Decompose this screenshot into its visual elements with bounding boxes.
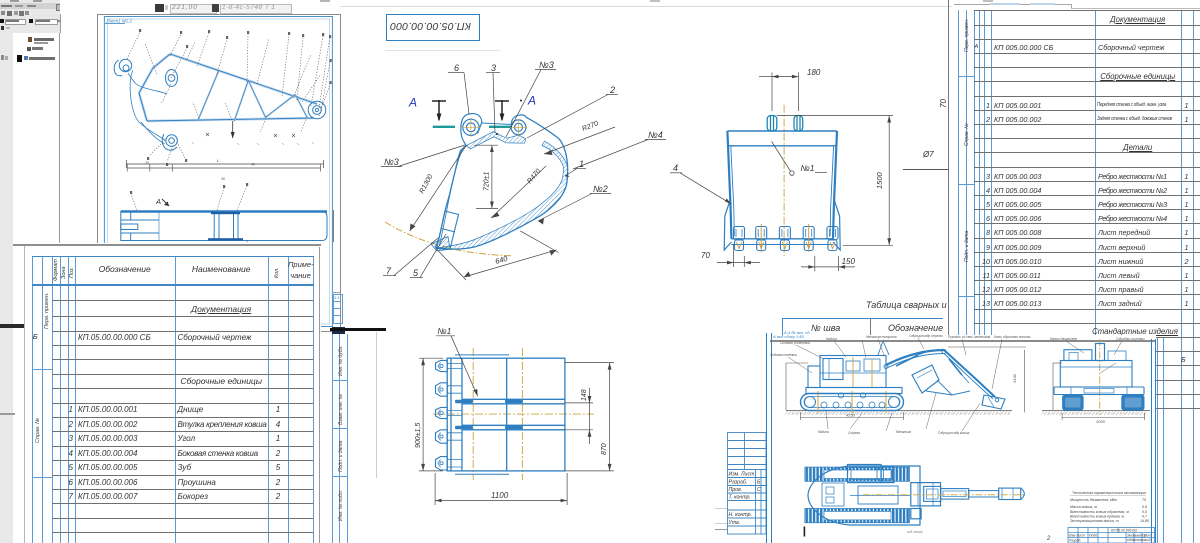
svg-text:7: 7: [386, 266, 392, 276]
svg-text:Разраб.: Разраб.: [1069, 539, 1081, 543]
svg-text:Лист1 М1:2: Лист1 М1:2: [106, 19, 133, 24]
svg-text:75: 75: [1142, 498, 1146, 502]
svg-text:2: 2: [609, 85, 615, 95]
svg-text:Механизм поворота: Механизм поворота: [866, 335, 897, 339]
svg-text:Лит: Лит: [1143, 534, 1151, 538]
svg-text:R1300: R1300: [419, 173, 435, 195]
svg-text:5: 5: [413, 268, 419, 278]
svg-text:Механизм: Механизм: [896, 430, 912, 434]
svg-text:Рукоять со связ. механизма: Рукоять со связ. механизма: [948, 335, 991, 339]
svg-text:Ковш обратная лопата: Ковш обратная лопата: [994, 335, 1030, 339]
svg-text:150: 150: [842, 257, 856, 266]
svg-text:Капот двигателя: Капот двигателя: [1050, 337, 1077, 341]
svg-text:870: 870: [601, 443, 608, 455]
svg-text:Силовая установка: Силовая установка: [780, 341, 810, 345]
svg-text:6: 6: [454, 63, 459, 73]
svg-text:Пров.: Пров.: [729, 487, 743, 493]
svg-text:900±1,5: 900±1,5: [415, 423, 422, 448]
svg-text:40: 40: [251, 163, 255, 167]
svg-text:вид сверху: вид сверху: [907, 530, 923, 534]
svg-text:720±1: 720±1: [484, 171, 491, 191]
svg-text:Изм. Лист: Изм. Лист: [729, 472, 756, 478]
svg-text:L: L: [217, 158, 219, 163]
svg-text:4250: 4250: [846, 413, 856, 418]
svg-text:№1: №1: [437, 326, 451, 336]
svg-text:Изм Лист: Изм Лист: [1069, 534, 1085, 538]
svg-text:R470: R470: [526, 168, 542, 185]
svg-text:КП 05.00.000 ВО: КП 05.00.000 ВО: [1111, 529, 1138, 533]
svg-text:25: 25: [144, 161, 149, 165]
svg-text:4: 4: [673, 163, 678, 173]
svg-text:1500: 1500: [875, 171, 884, 189]
svg-text:А: А: [155, 197, 161, 206]
svg-text:R270: R270: [581, 120, 599, 133]
svg-text:Гидроцилиндр стрелы: Гидроцилиндр стрелы: [909, 334, 943, 338]
svg-text:14,80: 14,80: [1140, 519, 1149, 523]
svg-text:Вместимость ковша обратная, м: Вместимость ковша обратная, м: [1070, 510, 1129, 514]
svg-text:А: А: [408, 96, 417, 110]
svg-text:Т. контр.: Т. контр.: [729, 495, 751, 501]
svg-text:3: 3: [491, 63, 496, 73]
svg-text:№1: №1: [801, 163, 815, 173]
svg-text:1100: 1100: [491, 491, 509, 500]
svg-text:№4: №4: [648, 130, 663, 140]
svg-text:Подп.: Подп.: [1089, 534, 1098, 538]
svg-text:2: 2: [1046, 536, 1051, 542]
svg-text:Гидробак системы: Гидробак системы: [1116, 337, 1145, 341]
svg-text:Утв.: Утв.: [729, 520, 741, 526]
svg-text:0,5: 0,5: [1142, 510, 1147, 514]
svg-text:640: 640: [494, 254, 509, 266]
svg-text:30: 30: [221, 177, 225, 181]
svg-text:Б: Б: [757, 480, 761, 486]
svg-text:Экскаватор: Экскаватор: [1127, 534, 1146, 538]
svg-text:0,7: 0,7: [1142, 515, 1148, 519]
svg-text:3140: 3140: [1012, 373, 1017, 383]
svg-text:№2: №2: [593, 184, 608, 194]
svg-text:70: 70: [701, 251, 710, 260]
svg-text:Техническая характеристика экс: Техническая характеристика экскаватора:: [1072, 491, 1147, 495]
svg-text:№3: №3: [384, 157, 399, 167]
svg-text:Кабина: Кабина: [818, 430, 829, 434]
svg-text:Ходовая тележка: Ходовая тележка: [769, 353, 797, 357]
svg-text:А: А: [527, 94, 536, 108]
svg-text:одноковшовый: одноковшовый: [1127, 538, 1151, 542]
svg-text:Вместимость ковша прямая, м: Вместимость ковша прямая, м: [1070, 515, 1125, 519]
svg-text:0,9: 0,9: [1142, 505, 1147, 509]
svg-text:Н. контр.: Н. контр.: [729, 512, 752, 518]
svg-text:Мощность двигателя, кВт: Мощность двигателя, кВт: [1070, 498, 1117, 502]
svg-text:3000: 3000: [1096, 419, 1106, 424]
svg-text:Эксплуатационная масса, т: Эксплуатационная масса, т: [1070, 519, 1119, 523]
svg-text:Гидроцилиндр ковша: Гидроцилиндр ковша: [938, 431, 970, 435]
svg-text:Кабина: Кабина: [826, 337, 837, 341]
svg-text:№3: №3: [539, 60, 554, 70]
svg-text:Разраб.: Разраб.: [729, 480, 748, 486]
svg-text:148: 148: [581, 389, 588, 401]
svg-text:С: С: [757, 487, 761, 493]
svg-text:Масса ковша, т: Масса ковша, т: [1070, 505, 1097, 509]
svg-text:1: 1: [579, 159, 584, 169]
svg-text:Стрела: Стрела: [848, 431, 860, 435]
svg-text:180: 180: [807, 68, 821, 77]
